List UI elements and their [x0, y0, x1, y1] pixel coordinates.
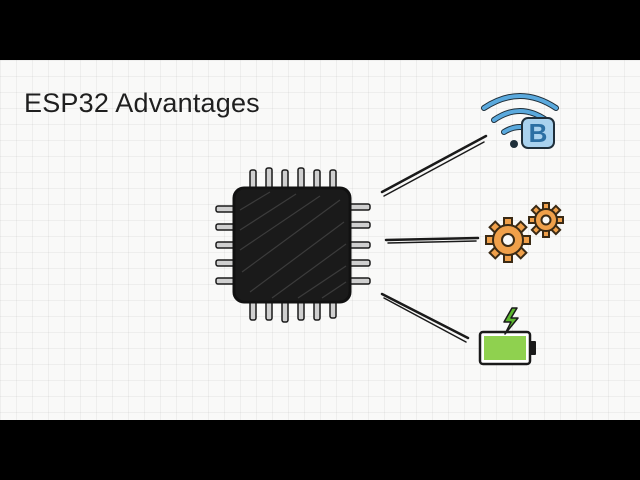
letterbox-top — [0, 0, 640, 60]
gears-icon — [485, 202, 564, 263]
slide: ESP32 Advantages — [0, 60, 640, 420]
wifi-bluetooth-icon: B — [481, 93, 559, 149]
slide-title: ESP32 Advantages — [24, 88, 260, 118]
illustration: B — [215, 93, 564, 366]
connector-lines — [380, 134, 488, 343]
chip-pins-right — [345, 203, 371, 285]
letterbox-bottom — [0, 420, 640, 480]
battery-lightning-icon — [478, 307, 536, 366]
bluetooth-letter: B — [529, 118, 548, 148]
microcontroller-chip-icon — [232, 186, 352, 304]
